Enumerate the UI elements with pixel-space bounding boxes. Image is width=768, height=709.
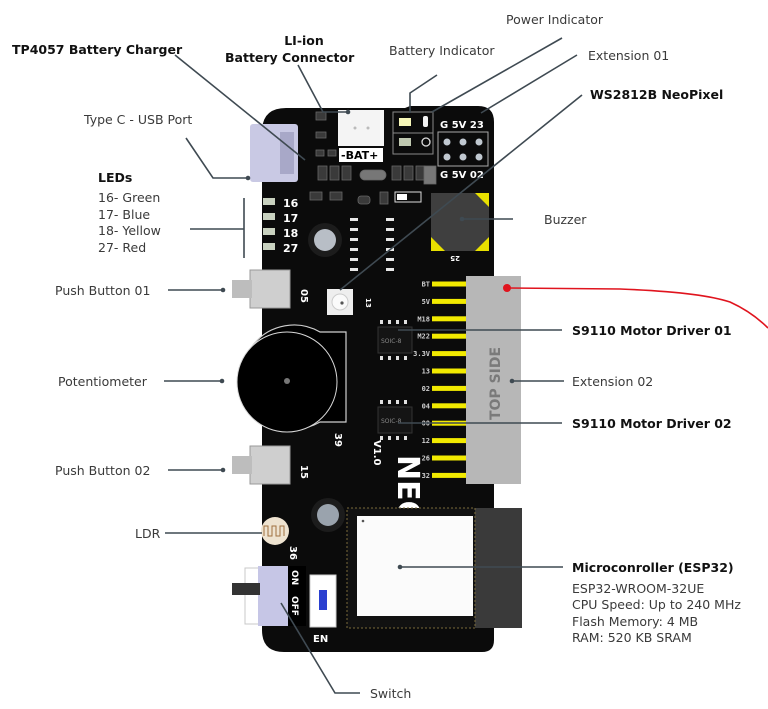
pot-pin: 39 [332,433,343,447]
battery-connector [338,110,384,146]
label-battery-indicator: Battery Indicator [389,43,495,58]
label-push-button-02: Push Button 02 [55,463,151,478]
edge-pin-bt [432,281,470,287]
header-top-silk: G 5V 23 [440,120,484,131]
top-side-label: TOP SIDE [488,347,504,420]
label-microcontroller: Microconroller (ESP32) [572,560,734,575]
switch-on-label: ON [289,570,299,585]
label-usb-port: Type C - USB Port [84,112,193,127]
edge-pin-label: 26 [422,455,430,463]
edge-pin-12 [432,438,470,444]
label-led-16: 16- Green [98,190,161,205]
soic-label-1: SOIC-8 [381,338,402,345]
label-push-button-01: Push Button 01 [55,283,151,298]
label-liion-line2: Battery Connector [225,50,355,65]
power-indicator-led [423,116,428,127]
led-27 [263,243,275,250]
motor-driver-02-chip [377,406,413,434]
leader-lines [164,37,583,694]
mcu-spec-ram: RAM: 520 KB SRAM [572,629,692,645]
battery-indicator-led [399,118,411,126]
edge-pin-26 [432,455,470,461]
led-18 [263,228,275,235]
edge-pin-02 [432,385,470,391]
extension-01-header [437,131,489,167]
label-tp4057-charger: TP4057 Battery Charger [12,42,183,57]
neopixel-pin: 13 [364,298,372,308]
switch-off-label: OFF [289,596,299,616]
edge-pin-label: M22 [417,333,430,341]
edge-pin-label: 5V [422,298,431,306]
mcu-spec-flash: Flash Memory: 4 MB [572,613,699,629]
edge-pin-label: 04 [422,402,430,410]
edge-pin-13 [432,368,470,374]
soic-label-2: SOIC-8 [381,418,402,425]
mcu-specs: ESP32-WROOM-32UE CPU Speed: Up to 240 MH… [572,581,741,646]
edge-pin-label: 32 [422,472,430,480]
edge-pin-32 [432,472,470,478]
label-ws2812b-neopixel: WS2812B NeoPixel [590,87,724,102]
esp32-module [357,516,473,616]
label-motor-driver-01: S9110 Motor Driver 01 [572,323,732,338]
label-motor-driver-02: S9110 Motor Driver 02 [572,416,732,431]
label-extension-02: Extension 02 [572,374,654,389]
buzzer [431,193,489,251]
edge-pin-label: 12 [422,437,430,445]
mounting-hole [314,229,336,251]
label-switch: Switch [370,686,412,701]
slide-switch [258,566,288,626]
button1-pin: 05 [298,289,309,303]
label-power-indicator: Power Indicator [506,12,604,27]
push-button-02 [249,445,291,485]
edge-pin-label: 02 [422,385,430,393]
led-pin-27: 27 [283,242,298,255]
edge-pin-m22 [432,333,470,339]
led-pin-17: 17 [283,212,298,225]
led-17 [263,213,275,220]
edge-pin-m18 [432,316,470,322]
mcu-spec-cpu: CPU Speed: Up to 240 MHz [572,597,741,613]
buzzer-pin: 25 [450,254,460,262]
led-16 [263,198,275,205]
board-version: V1.0 [371,440,382,465]
button2-pin: 15 [298,465,309,479]
label-liion-line1: LI-ion [284,33,324,48]
edge-pin-04 [432,403,470,409]
label-led-18: 18- Yellow [98,223,161,238]
mounting-hole-lower [317,504,339,526]
label-ldr: LDR [135,526,161,541]
edge-pin-label: 3.3V [413,350,431,358]
ldr-pin: 36 [287,546,298,560]
edge-pin-label: 13 [422,368,430,376]
label-led-27: 27- Red [98,240,147,255]
mcu-spec-module: ESP32-WROOM-32UE [572,581,705,596]
header-bottom-silk: G 5V 02 [440,170,484,181]
motor-driver-01-chip [377,326,413,354]
label-extension-01: Extension 01 [588,48,670,63]
red-wire [506,287,768,329]
edge-pin-label: M18 [417,315,430,323]
bat-silk-label: -BAT+ [341,149,378,162]
label-potentiometer: Potentiometer [58,374,147,389]
edge-pin-33v [432,351,470,357]
push-button-01 [249,269,291,309]
ldr-sensor [261,517,289,545]
led-pin-18: 18 [283,227,298,240]
label-led-17: 17- Blue [98,207,151,222]
label-leds-title: LEDs [98,170,133,185]
edge-pin-5v [432,298,470,304]
label-buzzer: Buzzer [544,212,587,227]
en-label: EN [313,634,328,645]
led-pin-16: 16 [283,197,299,210]
en-button [309,574,337,628]
edge-pin-label: BT [422,281,430,289]
